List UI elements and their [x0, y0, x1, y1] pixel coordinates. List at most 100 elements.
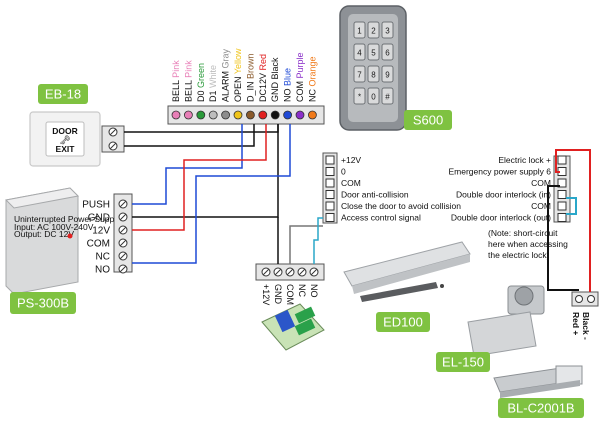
controller-terminal-label: NC Orange — [307, 56, 317, 102]
keypad-key-label: # — [385, 93, 390, 102]
ed100-terminal-label: Door anti-collision — [341, 190, 409, 200]
el150-terminal-slot — [557, 178, 567, 188]
controller-terminal-label: COM Purple — [295, 52, 305, 102]
keypad-key-label: 9 — [385, 71, 390, 80]
bolt-black-wire-label: Black - — [581, 312, 591, 340]
controller-terminal-dot — [283, 110, 293, 120]
keypad-key-label: 1 — [357, 27, 362, 36]
el150-terminal-label: COM — [531, 178, 551, 188]
keypad-key — [381, 87, 394, 105]
ed100-terminal-slot — [325, 213, 335, 222]
wire-psu-no — [132, 124, 291, 264]
keypad-key-label: 2 — [371, 27, 376, 36]
keypad-key — [367, 65, 380, 83]
controller-terminal-dot — [258, 110, 268, 120]
controller-terminal-dot — [245, 110, 255, 120]
controller-terminal-label: NO Blue — [283, 68, 293, 102]
controller-terminal-dot — [270, 110, 280, 120]
wire-psu-12v — [132, 124, 267, 231]
wire-psu-push — [132, 124, 243, 205]
exit-button-line1: DOOR — [52, 126, 78, 136]
exit-button-line2: EXIT — [56, 144, 76, 154]
keypad-key — [367, 21, 380, 39]
keypad-key-label: * — [358, 93, 361, 102]
wire-el-interlock — [566, 197, 577, 215]
psu-terminal-label: GND — [88, 213, 110, 224]
ed100-terminal-label: +12V — [341, 155, 361, 165]
wire-el-red — [555, 149, 591, 292]
relay-terminal-label: +12V — [261, 284, 271, 305]
psu-body1: Input: AC 100V-240V — [14, 222, 94, 232]
keypad-key-label: 6 — [385, 49, 390, 58]
wire-relay-com — [289, 225, 323, 264]
el150-note-line: (Note: short-circuit — [488, 228, 558, 238]
s600-label: S600 — [413, 113, 443, 128]
keypad-key-label: 4 — [357, 49, 362, 58]
keypad-key-label: 5 — [371, 49, 376, 58]
ed100-terminal-label: Access control signal — [341, 213, 421, 223]
bolt-lock-terminal-block — [571, 291, 599, 307]
el150-terminal-label: Electric lock + — [498, 155, 551, 165]
keypad-key — [367, 43, 380, 61]
psu-terminal-label: NO — [95, 265, 110, 276]
el150-terminal-labels: Electric lock +Emergency power supply 6C… — [448, 155, 551, 223]
ed100-terminal-label: COM — [341, 178, 361, 188]
relay-terminal-block — [255, 263, 325, 281]
el150-tag: EL-150 — [436, 352, 490, 372]
el150-terminal-slot — [557, 155, 567, 165]
controller-terminal-dot — [171, 110, 181, 120]
controller-terminal-label: GND Black — [270, 57, 280, 102]
el150-lock — [467, 285, 545, 357]
controller-terminal-dot — [295, 110, 305, 120]
bolt-red-wire-label: Red + — [571, 312, 581, 335]
controller-terminal-label: D_IN Brown — [245, 53, 255, 102]
relay-module — [261, 303, 325, 351]
power-supply-box: Uninterrupted Power Supply Input: AC 100… — [4, 187, 121, 295]
blc2001b-tag: BL-C2001B — [498, 398, 584, 418]
exit-button-terminals — [101, 125, 125, 153]
relay-terminal-label: NC — [297, 284, 307, 297]
el150-note-line: here when accessing — [488, 239, 568, 249]
keypad-key — [381, 65, 394, 83]
keypad-key-label: 3 — [385, 27, 390, 36]
wire-psu-gnd — [132, 124, 279, 218]
controller-terminal-label: D1 White — [208, 65, 218, 102]
el150-terminal-slot — [557, 190, 567, 199]
el150-terminal-label: Double door interlock (in) — [456, 190, 551, 200]
el150-terminal-label: Emergency power supply 6 — [448, 167, 551, 177]
relay-terminal-label: COM — [285, 284, 295, 305]
ed100-terminal-label: Close the door to avoid collision — [341, 201, 461, 211]
controller-terminal-label: BELL Pink — [183, 60, 193, 102]
ed100-terminal-slot — [325, 201, 335, 211]
ed100-terminal-slot — [325, 178, 335, 188]
psu-terminal-label: NC — [96, 252, 110, 263]
exit-button: DOOR 🗝 EXIT — [29, 111, 101, 167]
wire-exit-to-controller-b — [124, 124, 255, 147]
keypad-key — [353, 43, 366, 61]
psu-terminal-label: PUSH — [82, 200, 110, 211]
bolt-lock — [493, 365, 583, 398]
ed100-label: ED100 — [383, 315, 423, 330]
controller-terminal-block — [167, 105, 325, 125]
el150-terminal-slot — [557, 201, 567, 211]
ed100-terminal-label: 0 — [341, 167, 346, 177]
el150-terminal-label: COM — [531, 201, 551, 211]
keypad-key-label: 8 — [371, 71, 376, 80]
wire-el-black — [547, 185, 579, 291]
relay-terminal-label: NO — [309, 284, 319, 298]
key-icon: 🗝 — [59, 135, 70, 145]
psu-terminal-label: COM — [87, 239, 110, 250]
psu-terminal-block — [113, 193, 133, 274]
keypad-key — [353, 21, 366, 39]
controller-terminal-dot — [208, 110, 218, 120]
controller-terminal-dot — [183, 110, 193, 120]
el150-terminal-slot — [557, 213, 567, 222]
wires — [124, 124, 591, 292]
